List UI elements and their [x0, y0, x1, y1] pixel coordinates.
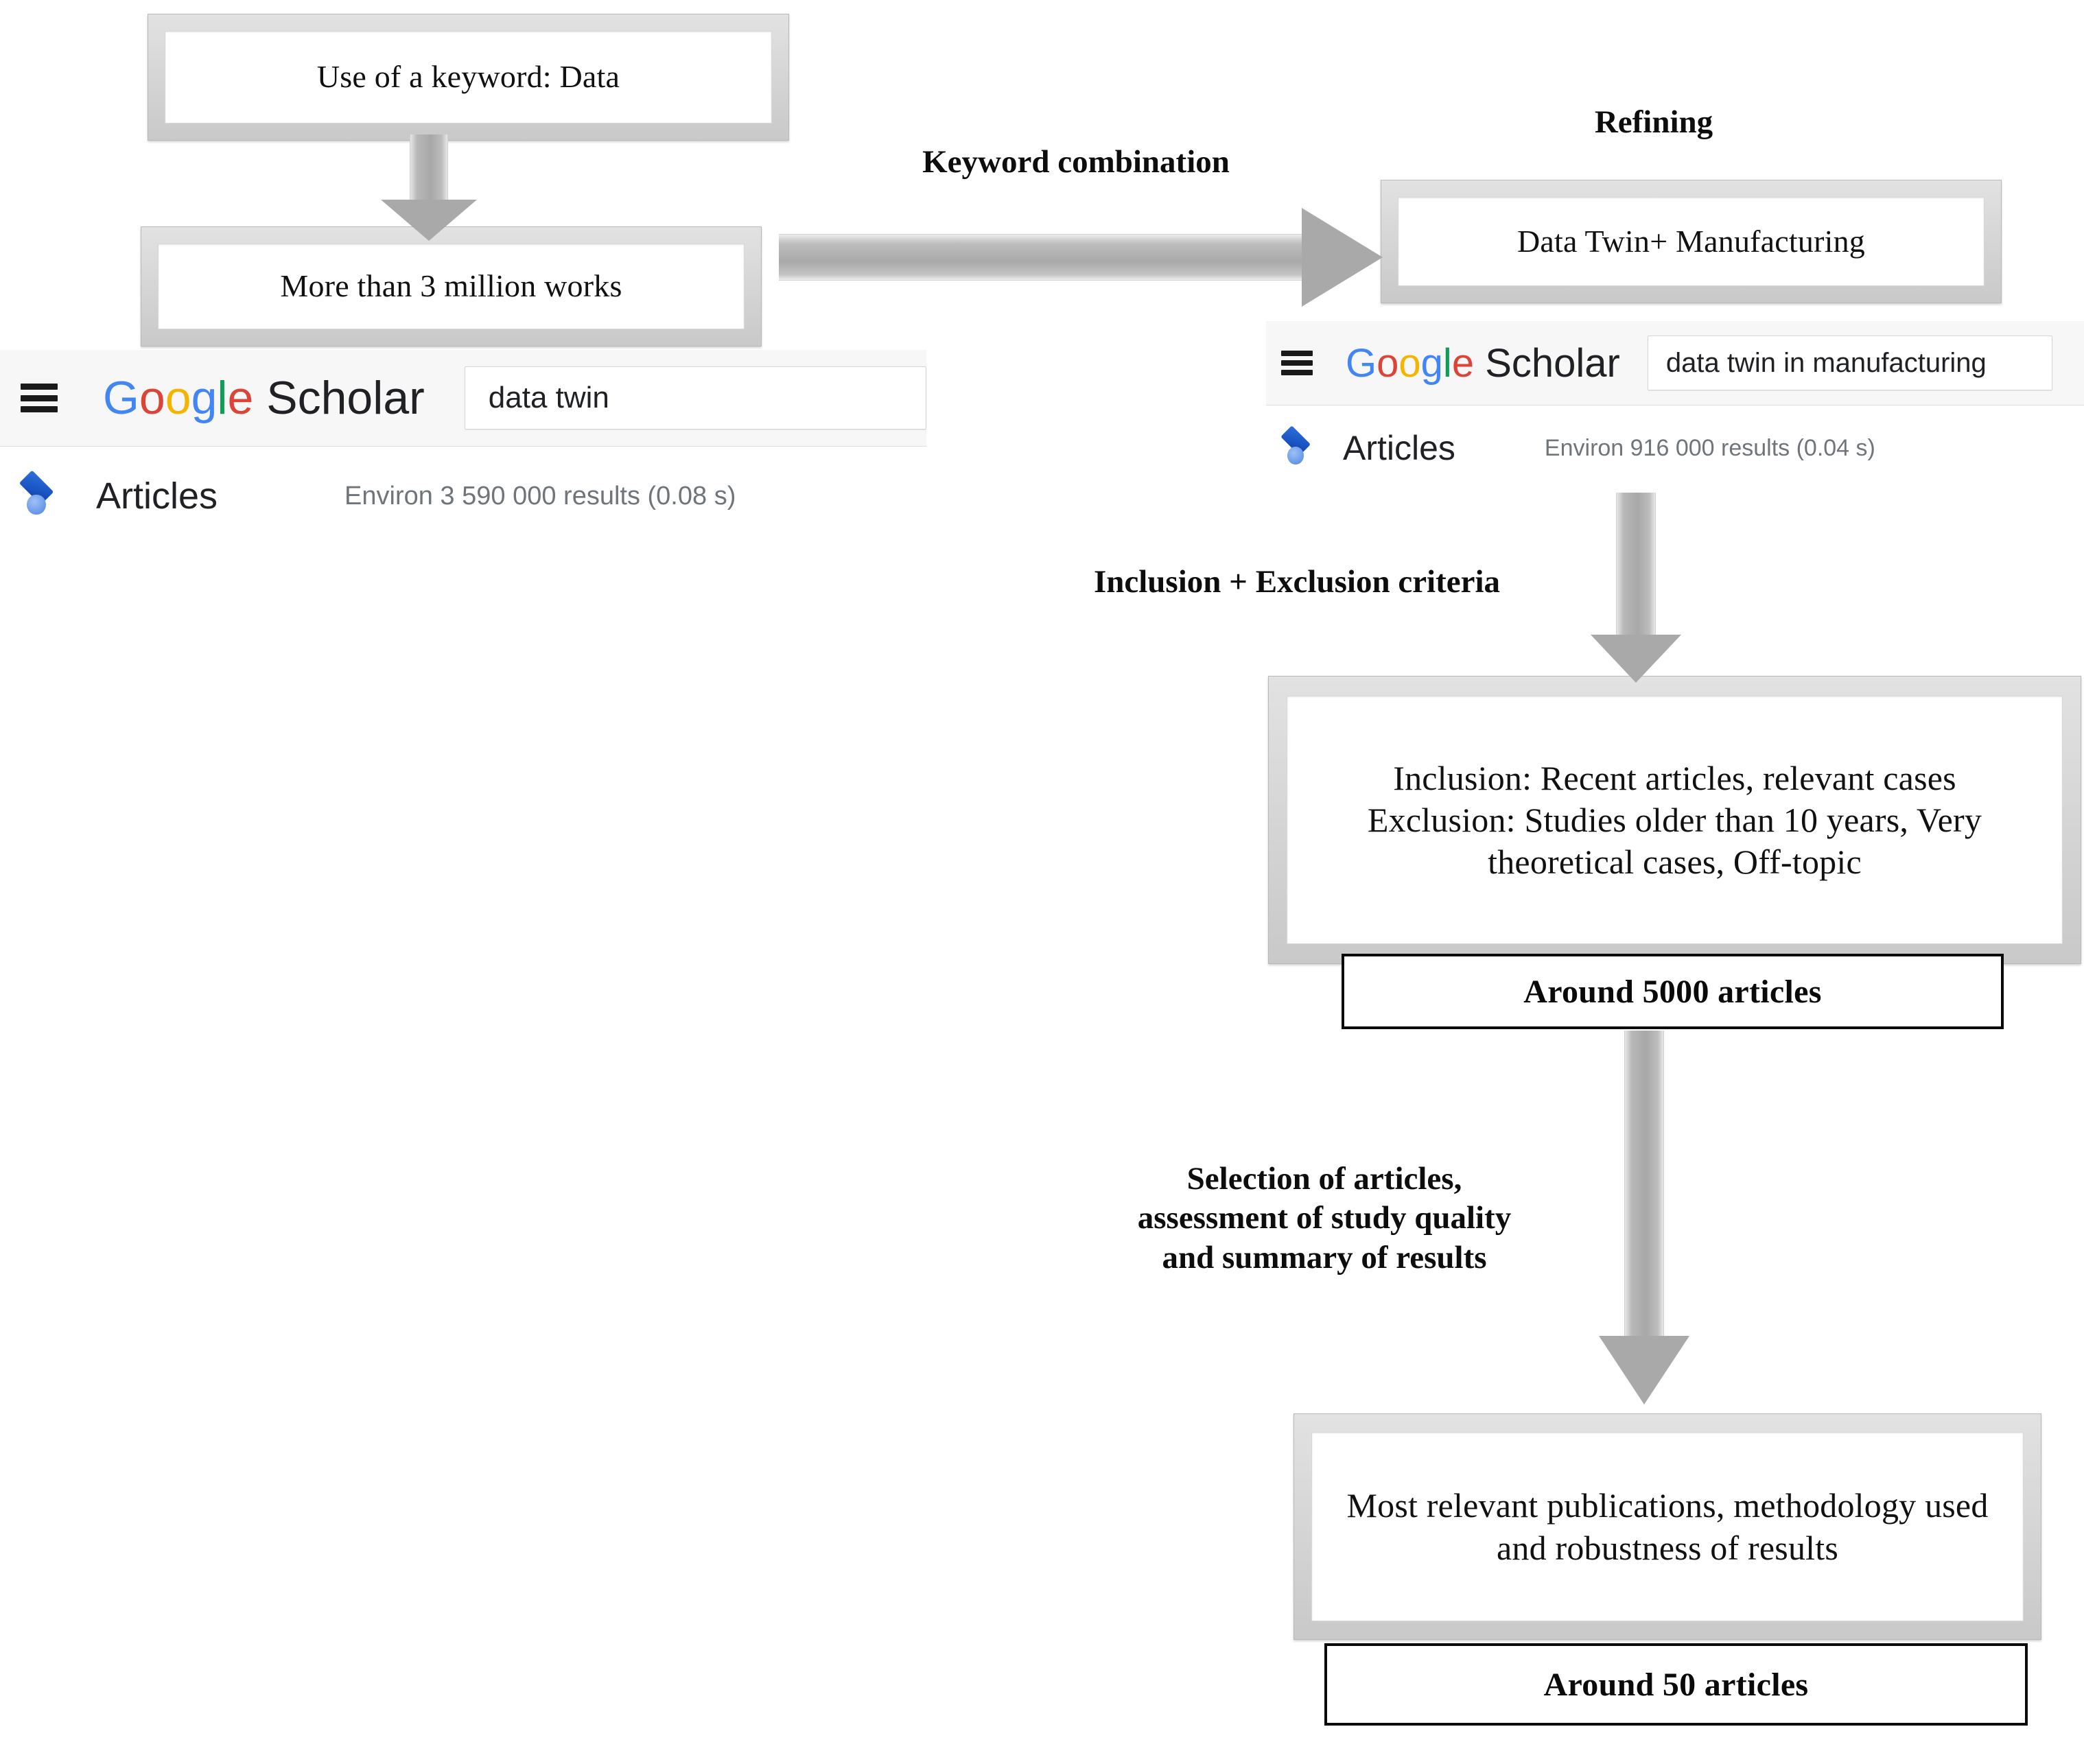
- scholar-topbar-right: Google Scholar data twin in manufacturin…: [1266, 321, 2084, 405]
- graduation-cap-icon: [1277, 425, 1314, 467]
- logo-letter-e: e: [227, 372, 254, 424]
- scholar-articles-row-left: Articles Environ 3 590 000 results (0.08…: [15, 470, 926, 517]
- logo-letter-o1: o: [139, 372, 165, 424]
- node-publications-inner: Most relevant publications, methodology …: [1311, 1432, 2024, 1621]
- node-keyword-label: Use of a keyword: Data: [316, 59, 620, 95]
- search-input-value: data twin: [488, 381, 609, 414]
- result-box-5000: Around 5000 articles: [1342, 954, 2004, 1029]
- node-keyword-inner: Use of a keyword: Data: [165, 31, 772, 124]
- google-scholar-panel-right: Google Scholar data twin in manufacturin…: [1266, 321, 2084, 493]
- arrow-keyword-to-works: [381, 134, 477, 241]
- logo-letter-G: G: [1346, 340, 1377, 386]
- articles-label-right[interactable]: Articles: [1343, 429, 1455, 467]
- label-refining: Refining: [1594, 104, 1713, 140]
- node-works-label: More than 3 million works: [280, 268, 622, 304]
- results-count-right: Environ 916 000 results (0.04 s): [1544, 434, 1875, 461]
- search-input-left[interactable]: data twin: [464, 366, 926, 430]
- node-refining-label: Data Twin+ Manufacturing: [1517, 223, 1865, 259]
- node-criteria-inner: Inclusion: Recent articles, relevant cas…: [1287, 696, 2063, 944]
- google-scholar-panel-left: Google Scholar data twin Articles Enviro…: [0, 350, 926, 545]
- arrow-head: [1591, 635, 1681, 683]
- logo-word-scholar: Scholar: [253, 372, 425, 424]
- logo-word-scholar: Scholar: [1474, 340, 1620, 386]
- node-works-inner: More than 3 million works: [158, 244, 745, 329]
- logo-letter-e: e: [1451, 340, 1475, 386]
- arrow-shaft: [1616, 484, 1656, 638]
- search-input-right[interactable]: data twin in manufacturing: [1647, 336, 2052, 390]
- google-scholar-logo[interactable]: Google Scholar: [1346, 340, 1620, 386]
- arrow-shaft: [1624, 1031, 1664, 1336]
- node-publications-box: Most relevant publications, methodology …: [1293, 1413, 2041, 1640]
- results-count-left: Environ 3 590 000 results (0.08 s): [344, 481, 736, 510]
- graduation-cap-icon: [15, 470, 58, 517]
- arrow-5000-to-publications: [1599, 1031, 1689, 1404]
- arrow-head: [381, 200, 477, 241]
- logo-letter-o1: o: [1377, 340, 1399, 386]
- node-refining-inner: Data Twin+ Manufacturing: [1398, 197, 1985, 286]
- arrow-head: [1302, 208, 1383, 307]
- articles-label-left[interactable]: Articles: [96, 475, 218, 517]
- node-criteria-label: Inclusion: Recent articles, relevant cas…: [1367, 758, 1982, 881]
- result-5000-label: Around 5000 articles: [1523, 973, 1822, 1010]
- google-scholar-logo[interactable]: Google Scholar: [103, 371, 425, 425]
- arrow-shaft: [410, 134, 448, 202]
- result-box-50: Around 50 articles: [1324, 1643, 2028, 1726]
- label-keyword-combination: Keyword combination: [922, 144, 1230, 180]
- hamburger-menu-icon[interactable]: [21, 384, 58, 412]
- logo-letter-l: l: [1442, 340, 1452, 386]
- logo-letter-G: G: [103, 372, 139, 424]
- arrow-head: [1599, 1336, 1689, 1404]
- node-publications-label: Most relevant publications, methodology …: [1346, 1486, 1989, 1567]
- label-inclusion-exclusion: Inclusion + Exclusion criteria: [1093, 564, 1501, 600]
- logo-letter-o2: o: [1398, 340, 1421, 386]
- hamburger-menu-icon[interactable]: [1281, 351, 1313, 375]
- arrow-scholar-to-criteria: [1591, 484, 1681, 683]
- logo-letter-l: l: [217, 372, 228, 424]
- node-criteria-box: Inclusion: Recent articles, relevant cas…: [1268, 676, 2081, 964]
- result-50-label: Around 50 articles: [1543, 1666, 1809, 1703]
- logo-letter-g: g: [191, 372, 218, 424]
- scholar-topbar-left: Google Scholar data twin: [0, 350, 926, 447]
- logo-letter-o2: o: [165, 372, 191, 424]
- scholar-articles-row-right: Articles Environ 916 000 results (0.04 s…: [1277, 425, 2084, 468]
- search-input-value: data twin in manufacturing: [1665, 347, 1987, 378]
- label-selection-of-articles: Selection of articles, assessment of stu…: [1137, 1161, 1512, 1275]
- logo-letter-g: g: [1420, 340, 1443, 386]
- node-refining-box: Data Twin+ Manufacturing: [1381, 180, 2002, 303]
- node-keyword-box: Use of a keyword: Data: [148, 14, 789, 141]
- node-works-box: More than 3 million works: [141, 226, 762, 346]
- arrow-works-to-refining: [779, 206, 1383, 309]
- arrow-shaft: [779, 234, 1307, 281]
